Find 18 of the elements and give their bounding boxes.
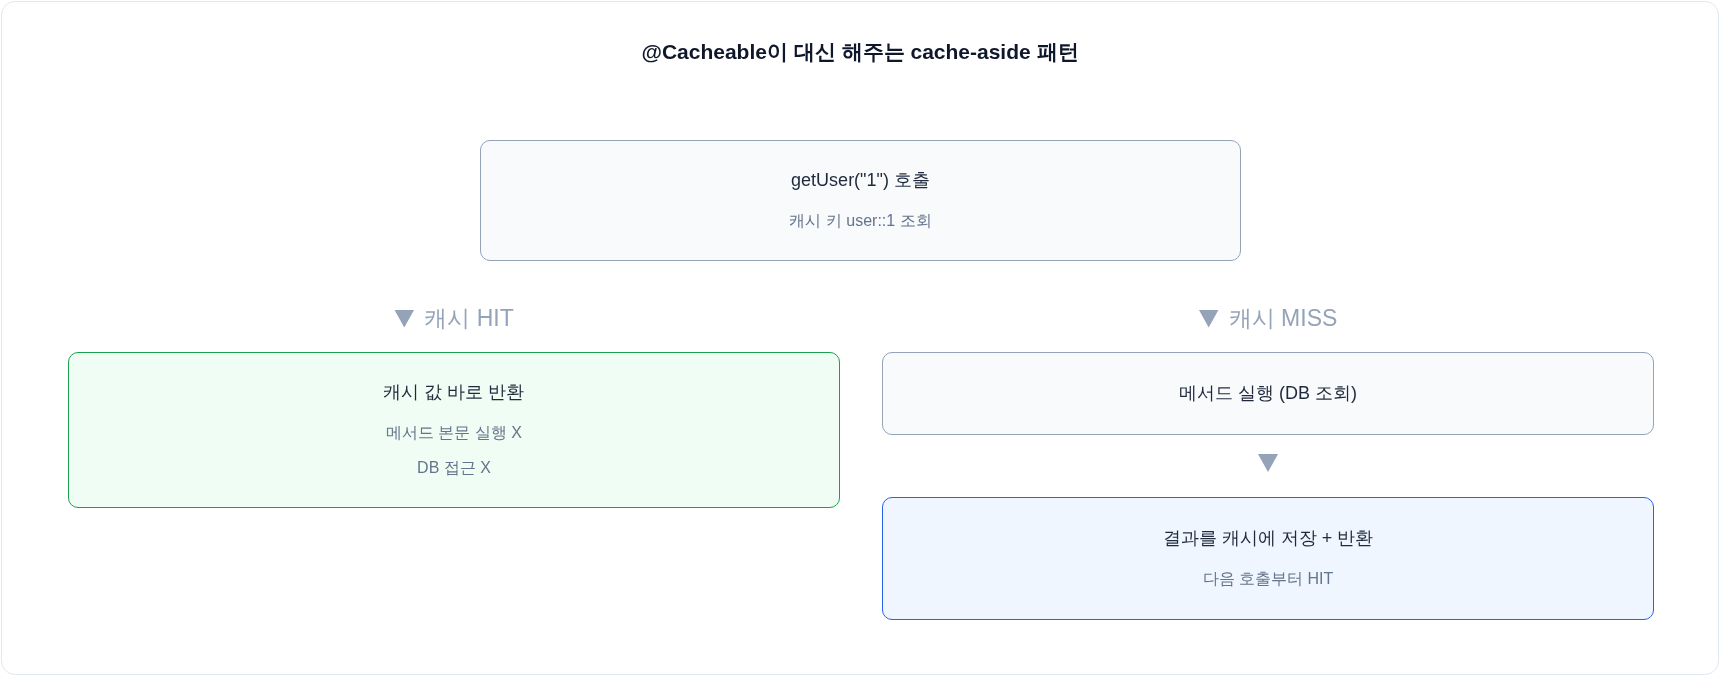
arrow [394,309,415,327]
node-title: 메서드 실행 (DB 조회) [1179,381,1357,405]
node-title: 캐시 값 바로 반환 [383,381,525,404]
arrow [1258,454,1278,472]
node-title: 결과를 캐시에 저장 + 반환 [1162,526,1374,550]
edge-label: 캐시 MISS [1228,306,1338,330]
process-box [68,352,840,508]
node-title: getUser("1") 호출 [791,168,930,192]
node-detail: 다음 호출부터 HIT [1202,569,1334,590]
node-detail: DB 접근 X [417,458,491,479]
arrow [1198,309,1219,327]
process-box [882,352,1654,435]
node-detail: 캐시 키 user::1 조회 [789,211,932,232]
process-box [480,140,1241,261]
node-detail: 메서드 본문 실행 X [386,423,522,444]
edge-label: 캐시 HIT [424,306,514,330]
diagram-title: @Cacheable이 대신 해주는 cache-aside 패턴 [641,39,1079,65]
process-box [882,497,1654,620]
